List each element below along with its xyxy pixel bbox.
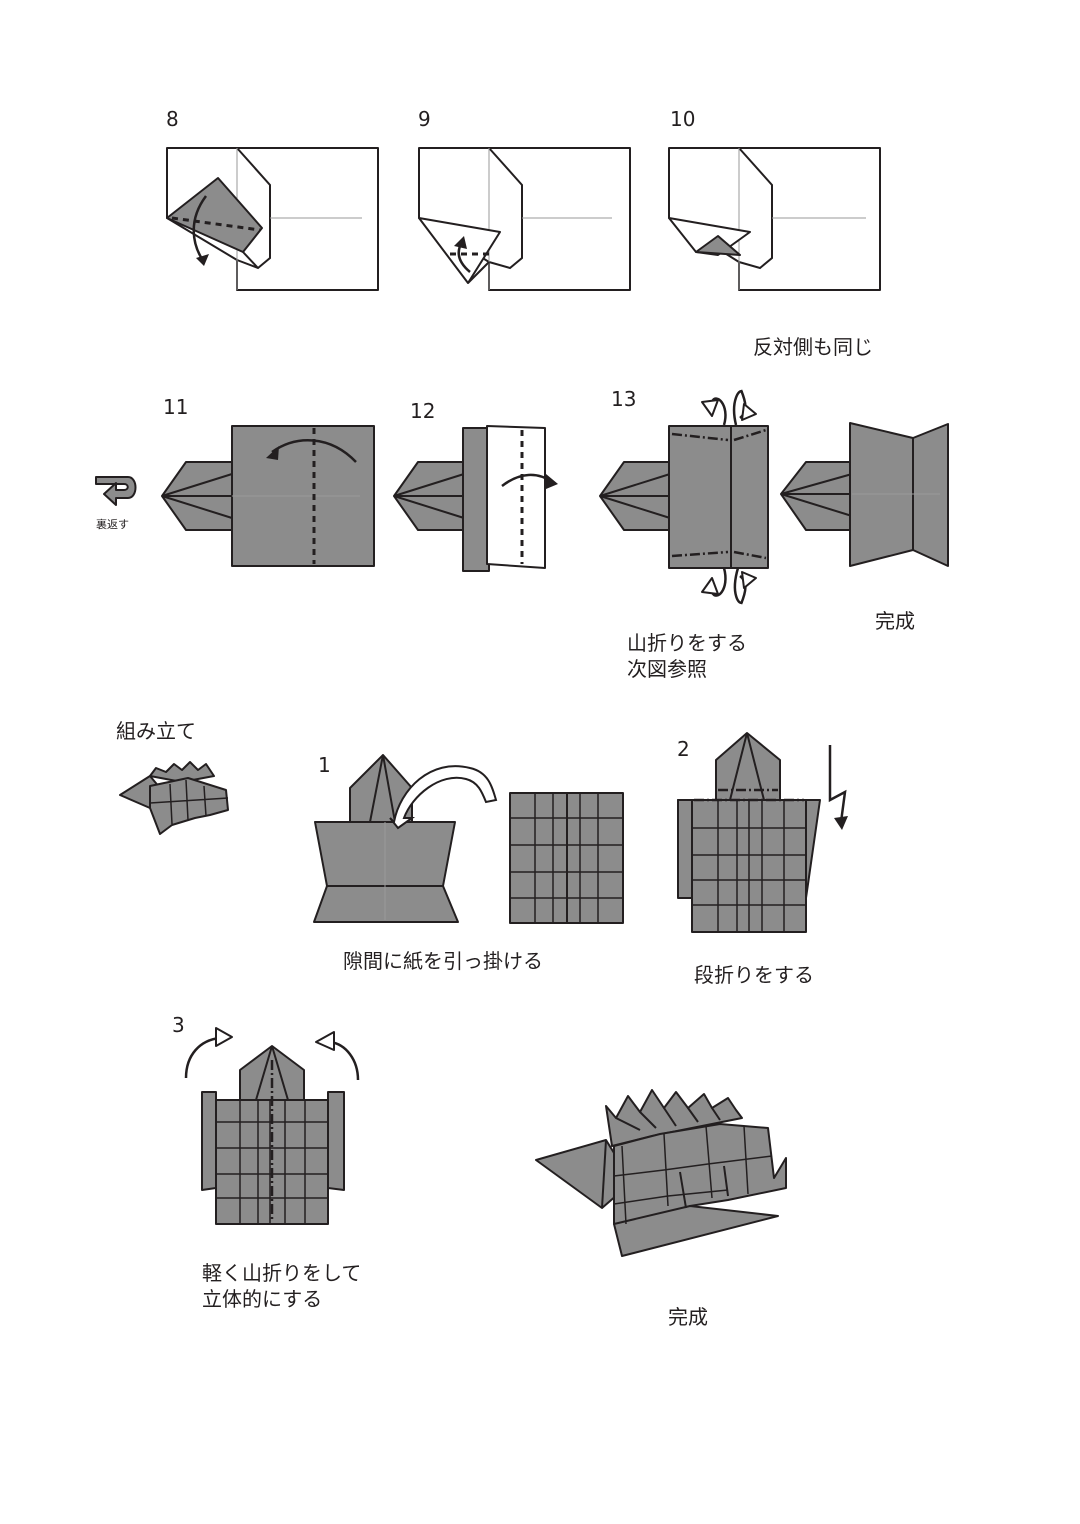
assembly-step-1-figure: 1 — [313, 753, 624, 924]
step-13-result-figure — [780, 422, 949, 567]
assembly-thumbnail-figure — [119, 761, 229, 835]
step-13-figure: 13 — [599, 387, 769, 605]
step-number: 12 — [410, 399, 435, 423]
caption-see-next-figure: 次図参照 — [627, 657, 707, 681]
step-number: 8 — [166, 107, 179, 131]
final-model-figure — [535, 1089, 787, 1257]
caption-mountain-fold: 山折りをする — [627, 631, 747, 655]
caption-light-mountain: 軽く山折りをして — [202, 1261, 361, 1285]
step-9-figure: 9 — [418, 107, 631, 291]
step-number: 1 — [318, 753, 331, 777]
assembly-step-3-figure: 3 — [172, 1013, 360, 1225]
step-10-figure: 10 — [668, 107, 881, 291]
step-number: 2 — [677, 737, 690, 761]
caption-step-fold: 段折りをする — [694, 963, 814, 987]
caption-other-side-same: 反対側も同じ — [753, 335, 873, 359]
step-12-figure: 12 — [393, 399, 558, 572]
caption-complete-1: 完成 — [875, 609, 915, 633]
assembly-title: 組み立て — [116, 719, 196, 743]
step-11-figure: 11 — [161, 395, 375, 567]
turn-over-label: 裏返す — [96, 517, 129, 531]
turn-over-icon: 裏返す — [95, 476, 137, 531]
step-number: 13 — [611, 387, 636, 411]
step-number: 11 — [163, 395, 188, 419]
caption-complete-2: 完成 — [668, 1305, 708, 1329]
caption-hook-paper: 隙間に紙を引っ掛ける — [343, 949, 543, 973]
caption-make-3d: 立体的にする — [202, 1287, 322, 1311]
step-number: 10 — [670, 107, 695, 131]
assembly-step-2-figure: 2 — [677, 732, 848, 933]
step-number: 9 — [418, 107, 431, 131]
step-number: 3 — [172, 1013, 185, 1037]
step-8-figure: 8 — [166, 107, 379, 291]
